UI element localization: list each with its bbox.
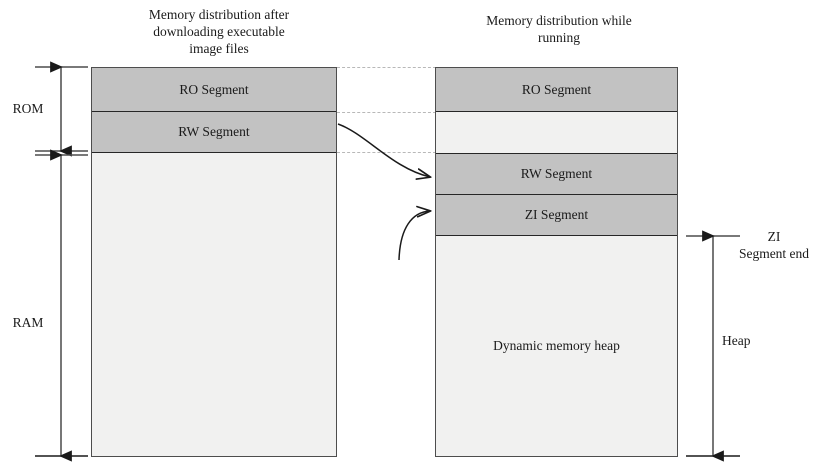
rom-bracket-label: ROM [12, 101, 44, 116]
execution-view-memory-map: RO Segment RW Segment ZI Segment Dynamic… [435, 67, 678, 457]
left-segment-rw-label: RW Segment [178, 124, 250, 139]
left-segment-free [92, 153, 336, 456]
ram-bracket [35, 149, 88, 462]
left-column-title: Memory distribution after downloading ex… [148, 7, 290, 56]
right-segment-heap: Dynamic memory heap [436, 236, 677, 456]
left-segment-ro: RO Segment [92, 68, 336, 112]
right-segment-rw: RW Segment [436, 154, 677, 195]
right-segment-ro: RO Segment [436, 68, 677, 112]
left-segment-rw: RW Segment [92, 112, 336, 153]
heap-bracket-label: Heap [722, 333, 751, 348]
ro-top-guide [337, 67, 436, 68]
right-segment-gap [436, 112, 677, 154]
right-segment-rw-label: RW Segment [520, 166, 593, 181]
right-segment-zi: ZI Segment [436, 195, 677, 236]
right-column-title: Memory distribution while running [486, 13, 632, 45]
ram-bracket-label: RAM [12, 315, 44, 330]
zi-creation-arrow [398, 211, 430, 261]
right-segment-zi-label: ZI Segment [524, 207, 589, 222]
right-segment-ro-label: RO Segment [521, 81, 592, 97]
ro-bottom-guide [337, 112, 436, 113]
rw-relocation-arrow [337, 123, 430, 177]
zi-segment-end-label: ZI Segment end [738, 229, 810, 261]
rw-bottom-guide [337, 152, 436, 153]
load-view-memory-map: RO Segment RW Segment [91, 67, 337, 457]
right-segment-heap-label: Dynamic memory heap [493, 338, 620, 353]
left-segment-ro-label: RO Segment [179, 81, 249, 97]
